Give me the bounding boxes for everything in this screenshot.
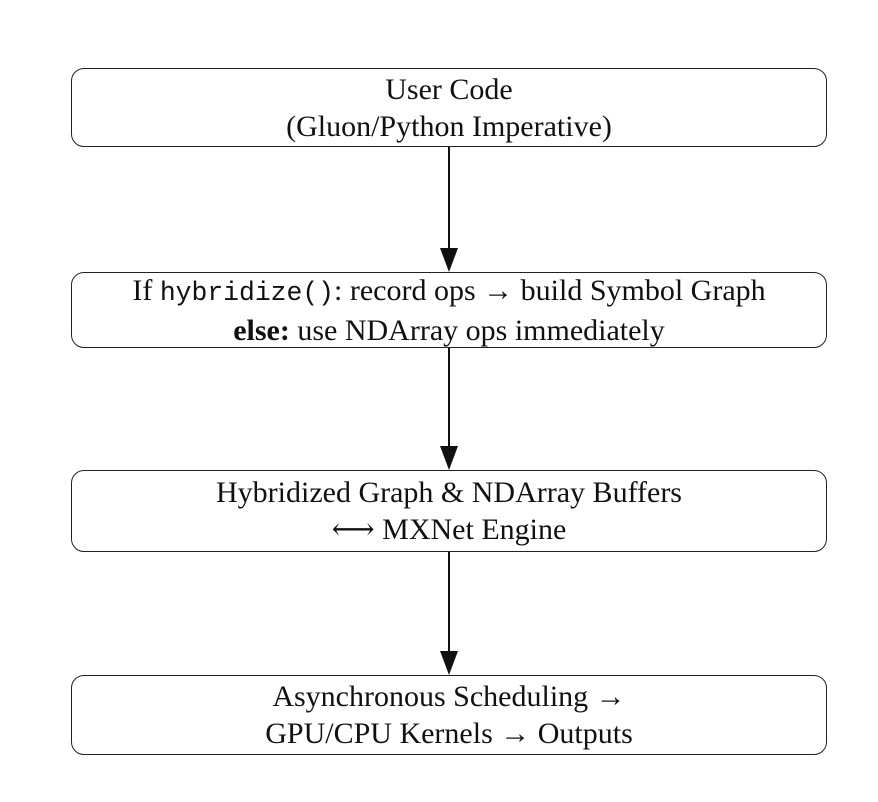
node-text-line: GPU/CPU Kernels → Outputs [265,717,633,750]
node-text-line: (Gluon/Python Imperative) [286,109,612,143]
arrow-down-icon [440,248,458,272]
flow-arrow-hybridize-to-engine [439,348,459,470]
line1-continuation: : record ops → build Symbol Graph [334,273,766,307]
arrow-down-icon [440,651,458,675]
node-text-line: ⟷ MXNet Engine [331,513,567,546]
arrow-shaft [447,552,451,657]
node-user-code: User Code (Gluon/Python Imperative) [71,68,827,147]
else-keyword: else: [233,313,290,347]
node-execution: Asynchronous Scheduling → GPU/CPU Kernel… [71,675,827,755]
flow-arrow-engine-to-execution [439,552,459,675]
node-text-line: If hybridize(): record ops → build Symbo… [132,272,765,312]
node-engine-exchange: Hybridized Graph & NDArray Buffers ⟷ MXN… [71,470,827,552]
node-text-line: User Code [385,72,513,106]
arrow-down-icon [440,446,458,470]
hybridize-code: hybridize() [159,277,335,308]
node-text-line: Asynchronous Scheduling → [272,680,626,713]
line2-continuation: use NDArray ops immediately [289,313,665,347]
arrow-shaft [447,147,451,254]
node-text-line: Hybridized Graph & NDArray Buffers [216,476,682,509]
if-keyword: If [132,273,160,307]
node-text-line: else: use NDArray ops immediately [233,312,665,349]
arrow-shaft [447,348,451,452]
node-hybridize-branch: If hybridize(): record ops → build Symbo… [71,272,827,348]
flow-arrow-user-code-to-hybridize [439,147,459,272]
